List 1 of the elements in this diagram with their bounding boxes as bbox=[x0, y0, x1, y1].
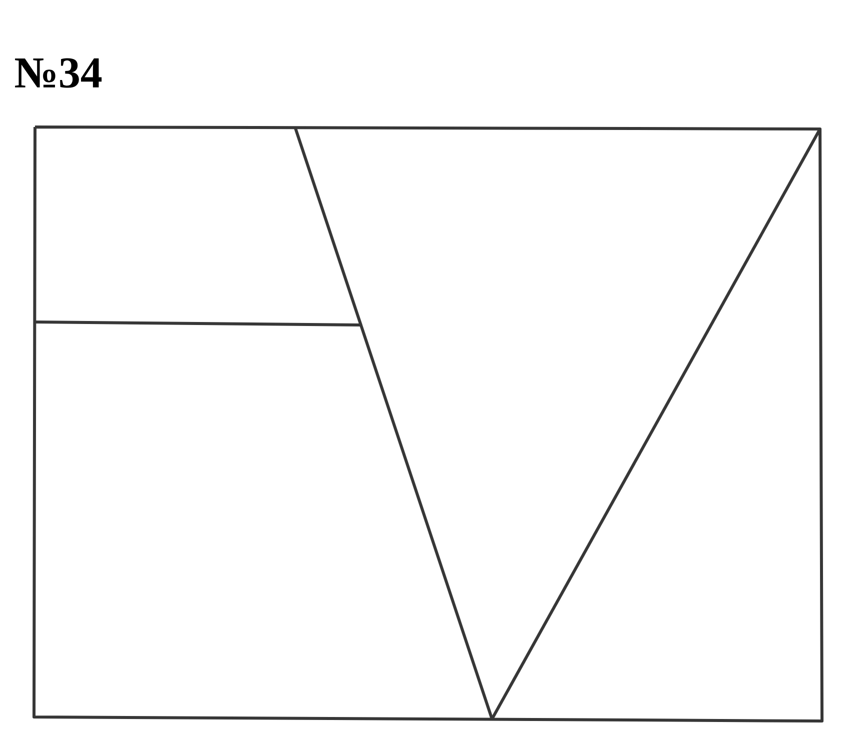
title: №34 bbox=[15, 58, 102, 88]
